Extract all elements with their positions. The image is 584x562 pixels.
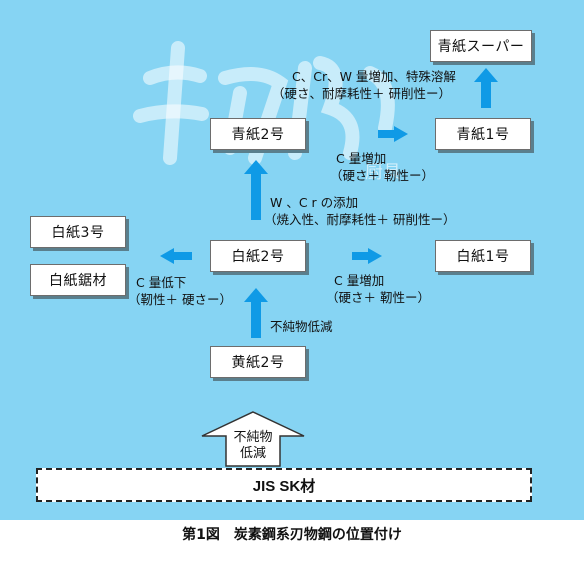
figure-caption: 第1図 炭素鋼系刃物鋼の位置付け bbox=[182, 527, 402, 543]
box-ao-super-label: 青紙スーパー bbox=[437, 39, 525, 55]
note-shiro2-to-left: C 量低下 （靭性＋ 硬さー） bbox=[128, 274, 232, 308]
note-ki2-to-shiro2-line1: 不純物低減 bbox=[270, 319, 333, 334]
box-shiro-3-label: 白紙3号 bbox=[51, 225, 105, 241]
jis-sk-label: JIS SK材 bbox=[252, 477, 316, 495]
diagram-panel: 厨具 青紙スーパー 青紙2号 青紙1号 白紙3号 白紙鋸材 白紙2号 白紙1号 … bbox=[0, 0, 584, 520]
jis-sk-box: JIS SK材 bbox=[36, 468, 532, 502]
note-ao2-to-ao1-line2: （硬さ＋ 靭性ー） bbox=[330, 168, 434, 183]
note-shiro2-to-shiro1-line1: C 量増加 bbox=[334, 273, 385, 288]
arrow-right-ao2-to-ao1 bbox=[378, 126, 408, 142]
arrow-up-to-ao-super bbox=[474, 68, 498, 108]
arrow-up-ki2-to-shiro2 bbox=[244, 288, 268, 338]
box-ki-2-label: 黄紙2号 bbox=[231, 355, 285, 371]
note-ao2-to-ao1-line1: C 量増加 bbox=[336, 151, 387, 166]
note-to-super-line1: C、Cr、W 量増加、特殊溶解 bbox=[292, 69, 456, 84]
big-arrow-label: 不純物 低減 bbox=[228, 430, 278, 462]
note-shiro2-to-shiro1-line2: （硬さ＋ 靭性ー） bbox=[326, 290, 430, 305]
box-ao-2: 青紙2号 bbox=[210, 118, 306, 150]
box-ao-1: 青紙1号 bbox=[435, 118, 531, 150]
box-shiro-nokozai-label: 白紙鋸材 bbox=[49, 273, 107, 289]
box-ao-2-label: 青紙2号 bbox=[231, 127, 285, 143]
arrow-up-shiro2-to-ao2 bbox=[244, 160, 268, 220]
big-arrow-label-line1: 不純物 bbox=[233, 430, 273, 445]
note-to-super-line2: （硬さ、耐摩耗性＋ 研削性ー） bbox=[272, 86, 451, 101]
note-shiro2-to-ao2: W 、C r の添加 （焼入性、耐摩耗性＋ 研削性ー） bbox=[264, 194, 455, 228]
watermark-text: 厨具 bbox=[365, 162, 401, 183]
box-shiro-nokozai: 白紙鋸材 bbox=[30, 264, 126, 296]
box-ao-super: 青紙スーパー bbox=[430, 30, 532, 62]
note-shiro2-to-ao2-line1: W 、C r の添加 bbox=[270, 195, 359, 210]
note-shiro2-to-ao2-line2: （焼入性、耐摩耗性＋ 研削性ー） bbox=[264, 212, 456, 227]
box-ao-1-label: 青紙1号 bbox=[456, 127, 510, 143]
box-shiro-1-label: 白紙1号 bbox=[456, 249, 510, 265]
box-ki-2: 黄紙2号 bbox=[210, 346, 306, 378]
note-ki2-to-shiro2: 不純物低減 bbox=[270, 318, 333, 335]
big-up-arrow bbox=[201, 411, 305, 467]
note-to-super: C、Cr、W 量増加、特殊溶解 （硬さ、耐摩耗性＋ 研削性ー） bbox=[272, 68, 456, 102]
box-shiro-1: 白紙1号 bbox=[435, 240, 531, 272]
note-ao2-to-ao1: C 量増加 （硬さ＋ 靭性ー） bbox=[330, 150, 434, 184]
note-shiro2-to-left-line1: C 量低下 bbox=[136, 275, 187, 290]
arrow-right-shiro2-to-shiro1 bbox=[352, 248, 382, 264]
box-shiro-3: 白紙3号 bbox=[30, 216, 126, 248]
note-shiro2-to-left-line2: （靭性＋ 硬さー） bbox=[128, 292, 232, 307]
note-shiro2-to-shiro1: C 量増加 （硬さ＋ 靭性ー） bbox=[326, 272, 430, 306]
box-shiro-2-label: 白紙2号 bbox=[231, 249, 285, 265]
big-arrow-label-line2: 低減 bbox=[239, 446, 266, 461]
arrow-left-shiro2-to-shiro-group bbox=[160, 248, 192, 264]
box-shiro-2: 白紙2号 bbox=[210, 240, 306, 272]
